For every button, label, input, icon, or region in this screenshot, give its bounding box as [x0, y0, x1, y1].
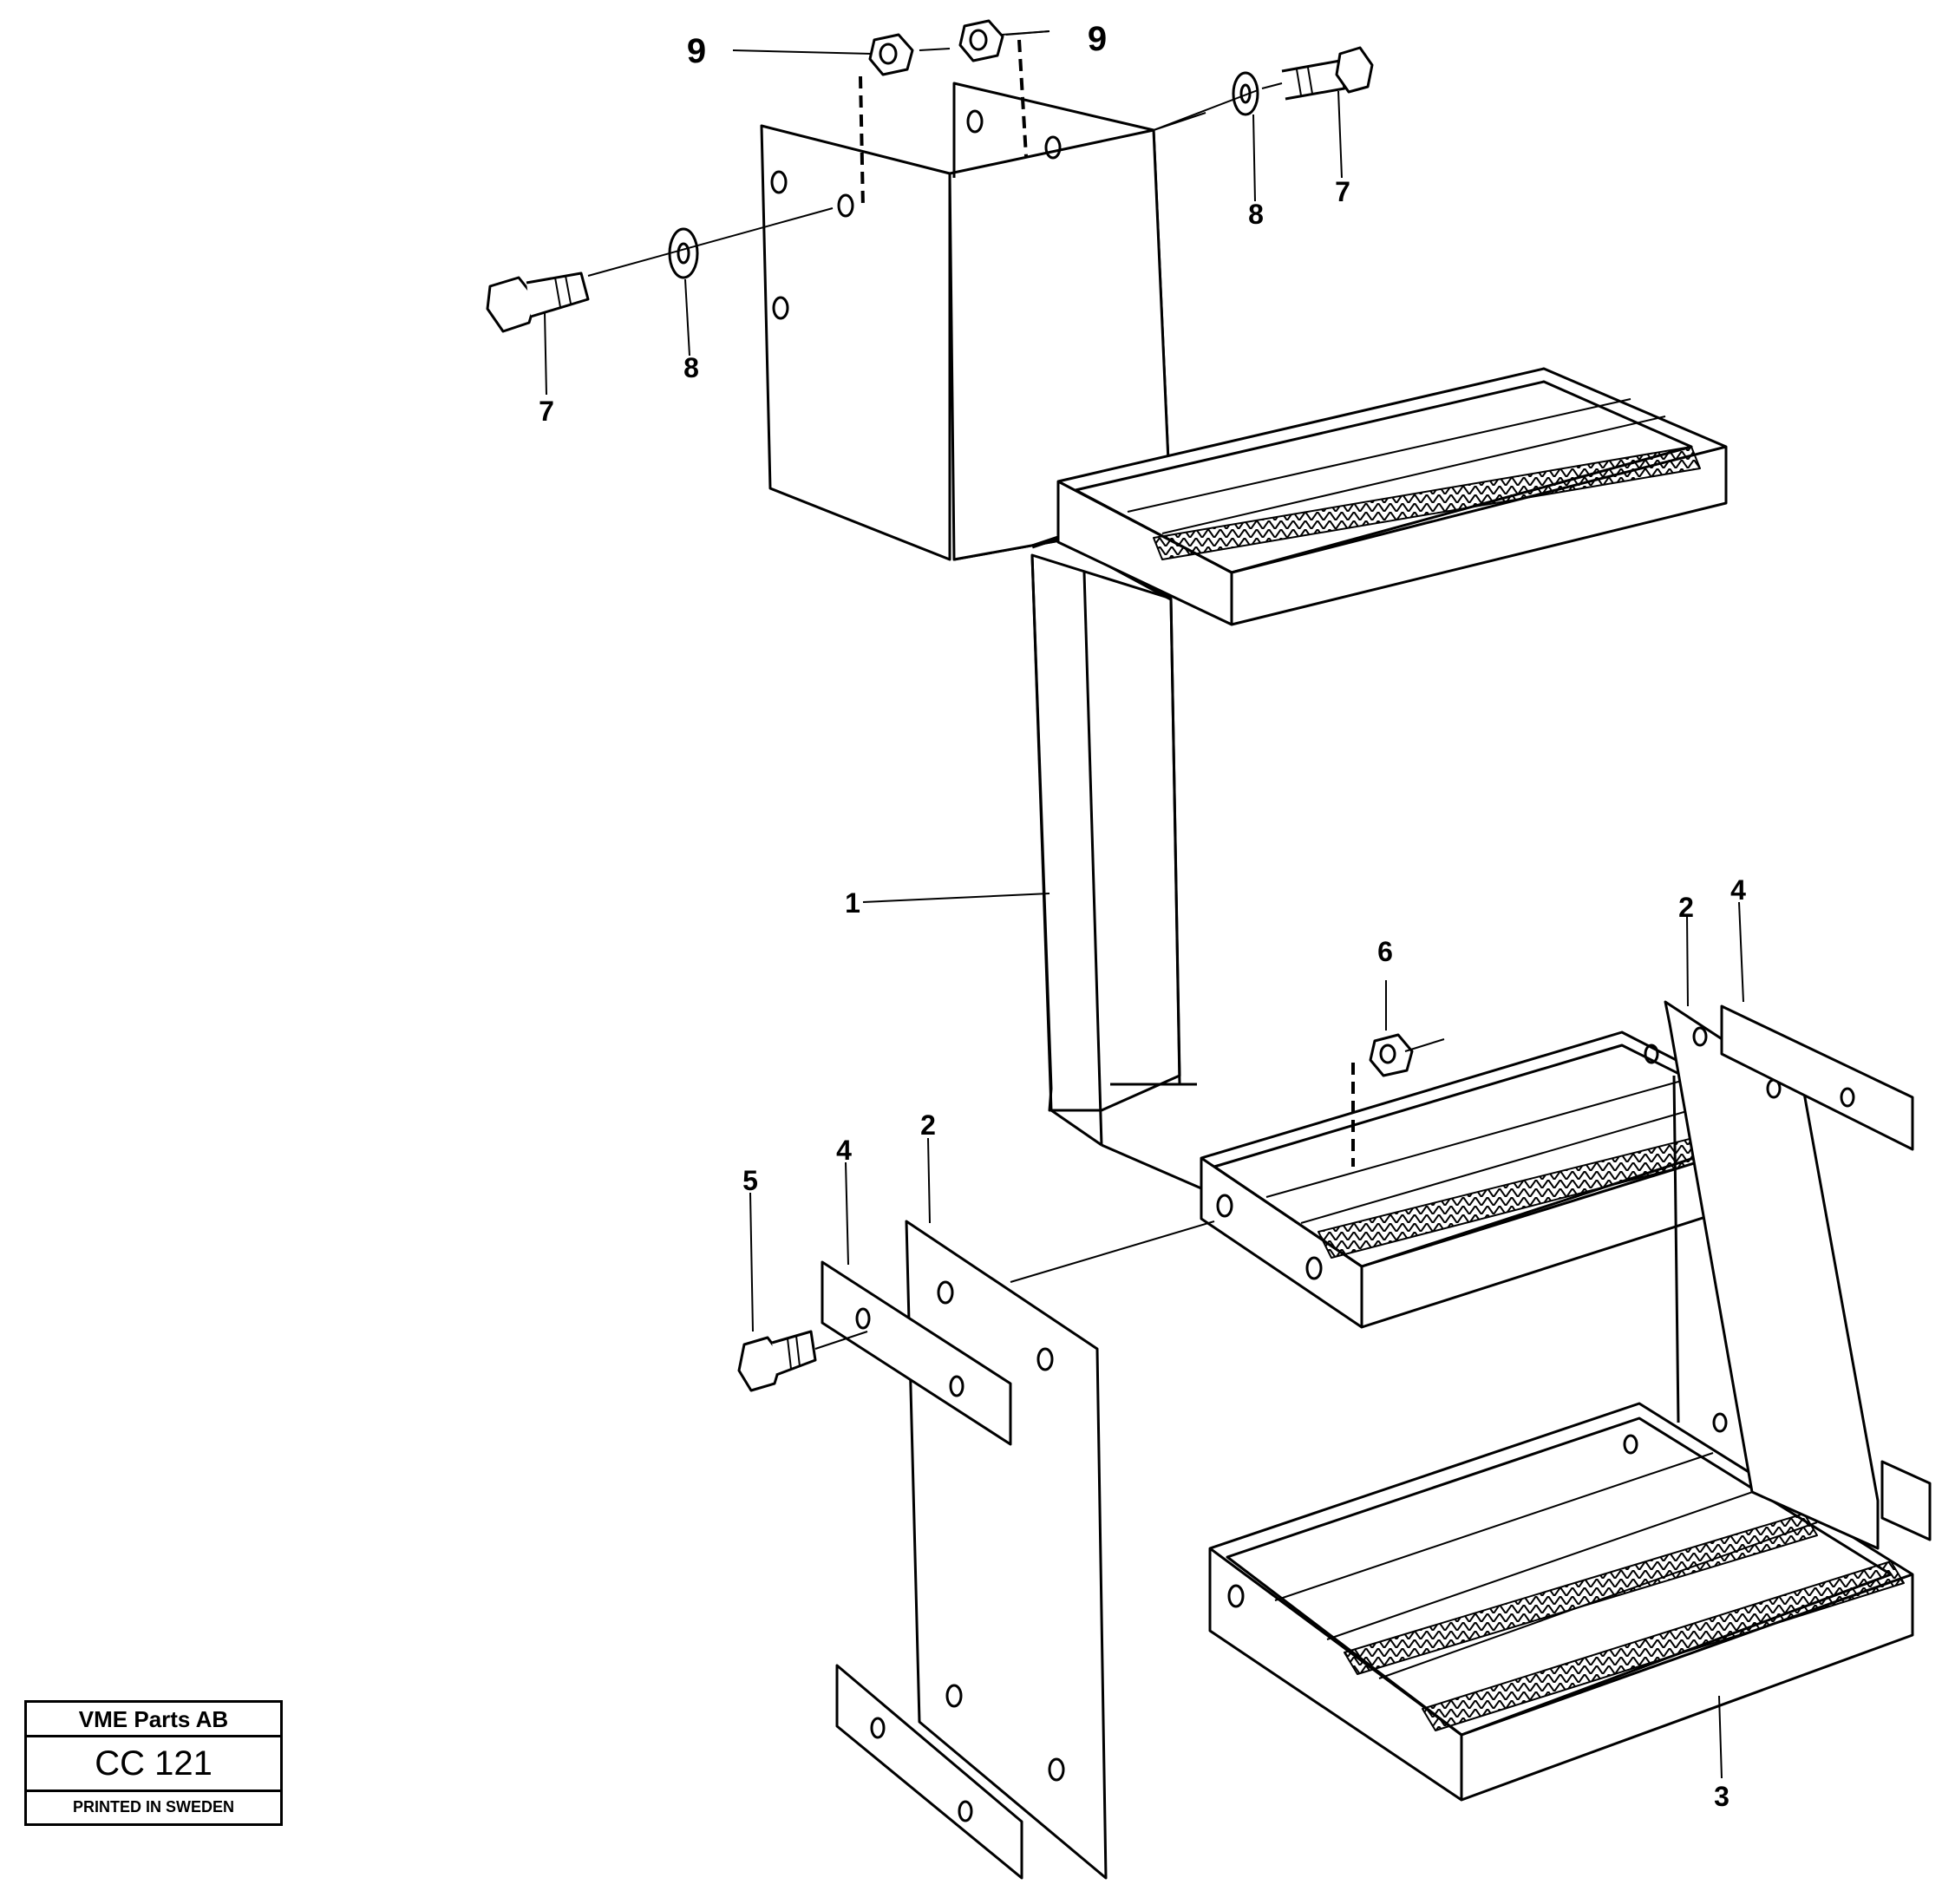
bottom-step	[1208, 1402, 1914, 1802]
right-bolt	[1281, 46, 1374, 101]
left-bolt	[486, 272, 590, 333]
title-block-code: CC 121	[27, 1737, 280, 1792]
callout-4-left: 4	[836, 1135, 852, 1166]
callout-7-right: 7	[1335, 176, 1350, 207]
left-washer	[668, 227, 699, 279]
callout-labels: 9 9 7 8 8 7 1 6 2 4 5 4 2 3	[539, 20, 1746, 1812]
middle-nut	[1369, 1033, 1414, 1077]
bracket-vertical-channel	[1030, 535, 1202, 1190]
upper-angle-bracket	[760, 82, 1206, 561]
callout-2-right: 2	[1678, 892, 1694, 923]
hidden-fastener-lines	[859, 39, 1355, 1167]
right-hanger-plate	[1664, 1000, 1880, 1550]
title-block: VME Parts AB CC 121 PRINTED IN SWEDEN	[24, 1700, 283, 1826]
callout-3: 3	[1714, 1781, 1729, 1812]
callout-2-left: 2	[920, 1109, 936, 1141]
right-strip	[1720, 1004, 1932, 1541]
assembly-lines	[587, 30, 1445, 1350]
top-nut-left	[868, 33, 914, 76]
middle-step	[1200, 1031, 1810, 1329]
callout-8-left: 8	[683, 352, 699, 383]
callout-6: 6	[1377, 936, 1393, 967]
callout-4-right: 4	[1730, 874, 1746, 906]
title-block-company: VME Parts AB	[27, 1703, 280, 1737]
callout-7-left: 7	[539, 396, 554, 427]
callout-1: 1	[845, 887, 860, 919]
lower-bolt	[737, 1330, 817, 1392]
callout-5: 5	[742, 1165, 758, 1196]
callout-8-right: 8	[1248, 199, 1264, 230]
callout-9-right: 9	[1088, 20, 1107, 58]
callout-9-left: 9	[687, 32, 706, 70]
top-nut-right	[958, 19, 1004, 62]
leader-lines	[544, 30, 1744, 1779]
right-washer	[1232, 71, 1259, 116]
title-block-printed: PRINTED IN SWEDEN	[72, 1798, 234, 1816]
left-strip	[821, 1260, 1023, 1880]
upper-step	[1056, 367, 1728, 626]
